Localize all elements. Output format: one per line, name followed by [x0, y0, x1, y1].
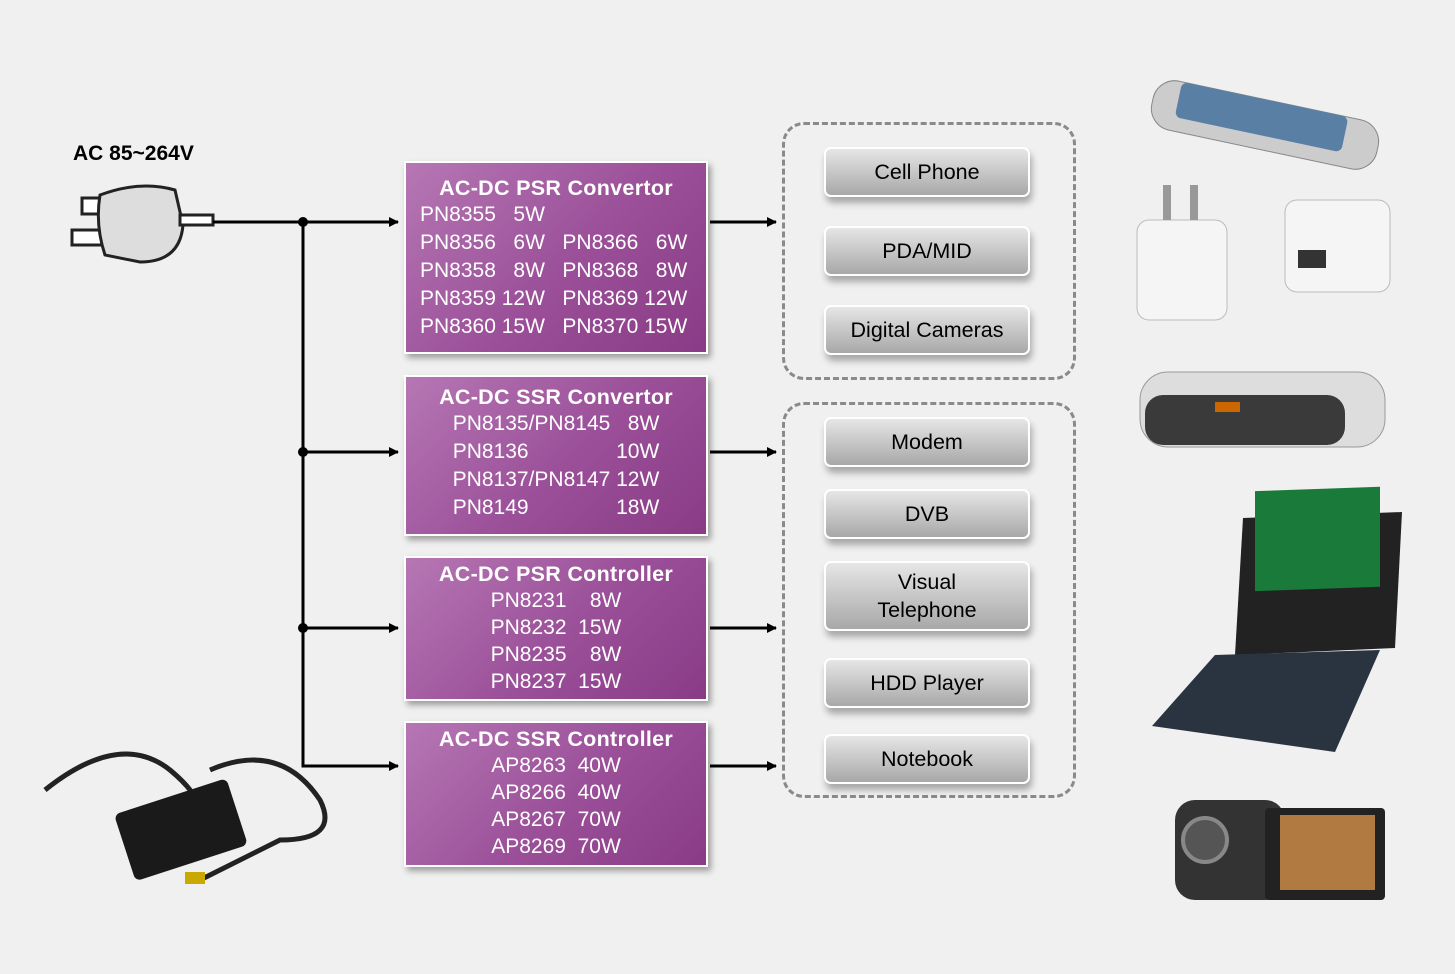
ac-plug-icon: [70, 184, 215, 264]
block-line: PN8237 15W: [490, 670, 622, 693]
block-title: AC-DC PSR Convertor: [439, 176, 673, 200]
ssr-convertor-block: AC-DC SSR Convertor PN8135/PN8145 8W PN8…: [404, 375, 708, 536]
block-line: PN8149 18W: [452, 496, 660, 519]
block-line: AP8267 70W: [491, 808, 621, 831]
block-line: PN8231 8W: [490, 589, 622, 612]
block-line: PN8137/PN8147 12W: [452, 468, 660, 491]
ssr-controller-block: AC-DC SSR Controller AP8263 40W AP8266 4…: [404, 721, 708, 867]
device-group-home: [782, 402, 1076, 798]
block-line: AP8266 40W: [491, 781, 621, 804]
set-top-box-image: [1139, 371, 1386, 448]
device-pda-mid: PDA/MID: [824, 226, 1030, 276]
device-modem: Modem: [824, 417, 1030, 467]
block-line: AP8269 70W: [491, 835, 621, 858]
device-visual-telephone: Visual Telephone: [824, 561, 1030, 631]
psr-convertor-block: AC-DC PSR Convertor PN8355 5W PN8356 6W …: [404, 161, 708, 354]
block-line: PN8235 8W: [490, 643, 622, 666]
tablet-laptop-image: [1152, 486, 1402, 752]
device-group-portable: [782, 122, 1076, 380]
camcorder-image: [1175, 800, 1385, 900]
usb-charger-image: [1136, 185, 1391, 321]
ac-input-label: AC 85~264V: [73, 142, 194, 165]
block-line: PN8232 15W: [490, 616, 622, 639]
smartphone-image: [1150, 80, 1380, 170]
device-cell-phone: Cell Phone: [824, 147, 1030, 197]
power-adapter-image: [43, 751, 328, 884]
block-line: PN8356 6W PN8366 6W: [420, 231, 688, 254]
block-line: PN8135/PN8145 8W: [452, 412, 660, 435]
device-digital-cameras: Digital Cameras: [824, 305, 1030, 355]
wire-trunk: [301, 222, 399, 771]
block-line: PN8136 10W: [452, 440, 660, 463]
psr-controller-block: AC-DC PSR Controller PN8231 8W PN8232 15…: [404, 556, 708, 701]
device-dvb: DVB: [824, 489, 1030, 539]
block-line: AP8263 40W: [491, 754, 621, 777]
block-title: AC-DC SSR Convertor: [439, 385, 673, 409]
device-hdd-player: HDD Player: [824, 658, 1030, 708]
block-title: AC-DC PSR Controller: [438, 562, 674, 586]
block-line: PN8360 15W PN8370 15W: [420, 315, 688, 338]
block-line: PN8358 8W PN8368 8W: [420, 259, 688, 282]
block-line: PN8359 12W PN8369 12W: [420, 287, 688, 310]
block-line: PN8355 5W: [420, 203, 545, 226]
device-notebook: Notebook: [824, 734, 1030, 784]
block-title: AC-DC SSR Controller: [438, 727, 674, 751]
